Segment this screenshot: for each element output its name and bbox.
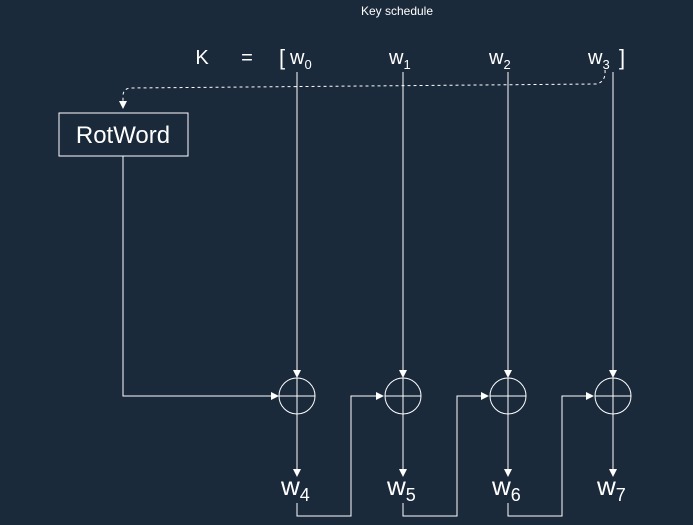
xor-symbol-4	[594, 377, 632, 415]
output-word-w5: w5	[386, 471, 416, 505]
xor-symbol-1	[278, 377, 316, 415]
key-label: K	[195, 47, 209, 69]
xor-symbol-2	[384, 377, 422, 415]
key-word-w3: w3	[587, 47, 610, 72]
close-bracket: ]	[619, 45, 625, 70]
key-word-w0: w0	[289, 47, 312, 72]
output-word-w7: w7	[596, 471, 626, 505]
w5-to-xor3-chain-line	[402, 392, 489, 517]
key-word-w2: w2	[488, 47, 511, 72]
w3-to-rotword-dashed-arrow	[119, 69, 606, 109]
rotword-box: RotWord	[58, 112, 189, 157]
w6-to-xor4-chain-line	[507, 392, 594, 517]
rotword-to-xor1-line	[122, 156, 279, 400]
equals-sign: =	[241, 47, 253, 69]
output-word-w4: w4	[280, 471, 310, 505]
rotword-label: RotWord	[76, 122, 170, 149]
w4-to-xor2-chain-line	[296, 392, 384, 517]
output-word-w6: w6	[491, 471, 521, 505]
key-word-w1: w1	[388, 47, 411, 72]
xor-symbol-3	[489, 377, 527, 415]
diagram-title: Key schedule	[361, 4, 433, 18]
open-bracket: [	[279, 45, 285, 70]
